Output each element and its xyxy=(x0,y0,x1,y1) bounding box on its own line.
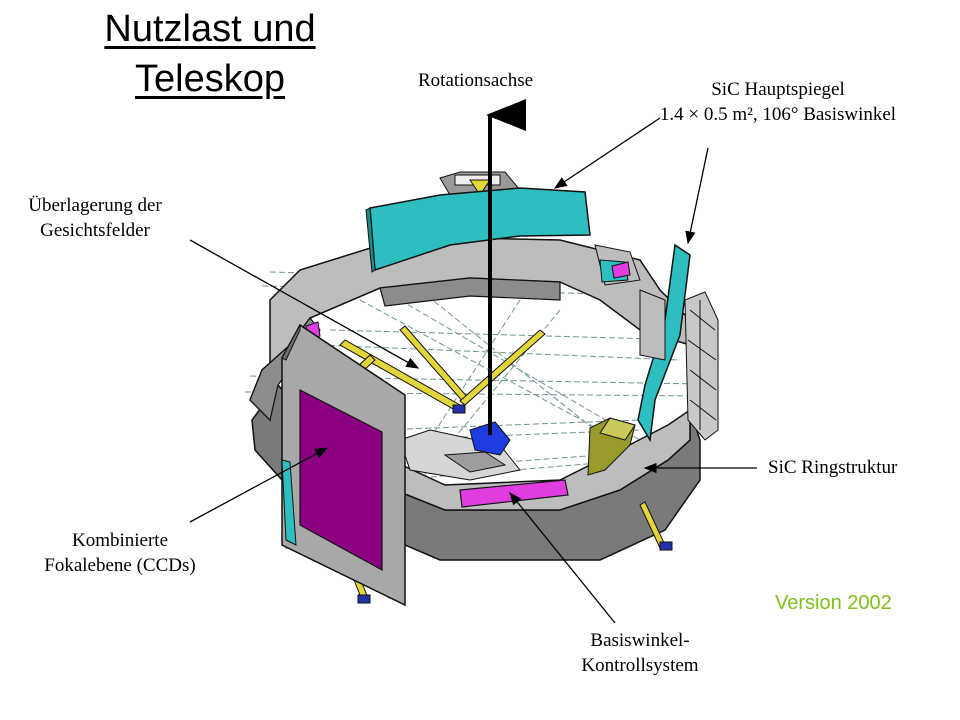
callout-fov-overlap xyxy=(189,239,420,369)
callout-primary-mirror-right xyxy=(685,147,709,245)
page-title: Nutzlast und Teleskop xyxy=(60,4,360,104)
label-basic-angle-control: Basiswinkel- Kontrollsystem xyxy=(550,628,730,678)
label-fov-overlap-line1: Überlagerung der xyxy=(28,195,162,216)
label-basic-angle-line2: Kontrollsystem xyxy=(581,655,699,676)
callout-primary-mirror-back xyxy=(553,117,661,189)
label-focal-plane-line2: Fokalebene (CCDs) xyxy=(44,555,196,576)
olive-block xyxy=(587,417,636,476)
label-fov-overlap: Überlagerung der Gesichtsfelder xyxy=(5,193,185,243)
callout-lines xyxy=(189,117,757,624)
label-primary-mirror-name: SiC Hauptspiegel xyxy=(711,79,845,100)
title-line-2: Teleskop xyxy=(135,58,285,100)
primary-mirror-back xyxy=(365,187,591,273)
label-primary-mirror-specs: 1.4 × 0.5 m², 106° Basiswinkel xyxy=(659,104,897,125)
label-focal-plane-line1: Kombinierte xyxy=(71,530,169,551)
label-primary-mirror: SiC Hauptspiegel 1.4 × 0.5 m², 106° Basi… xyxy=(628,77,928,127)
blue-focal-assembly xyxy=(443,421,511,473)
label-focal-plane: Kombinierte Fokalebene (CCDs) xyxy=(15,528,225,578)
label-rotation-axis: Rotationsachse xyxy=(418,70,534,91)
callout-focal-plane xyxy=(189,447,329,523)
label-ring-structure: SiC Ringstruktur xyxy=(768,457,898,478)
label-fov-overlap-line2: Gesichtsfelder xyxy=(40,220,150,241)
focal-plane-panel xyxy=(281,323,406,607)
label-basic-angle-line1: Basiswinkel- xyxy=(590,630,690,651)
callout-basic-angle xyxy=(509,491,616,624)
version-label: Version 2002 xyxy=(775,592,892,614)
title-line-1: Nutzlast und xyxy=(104,8,316,50)
